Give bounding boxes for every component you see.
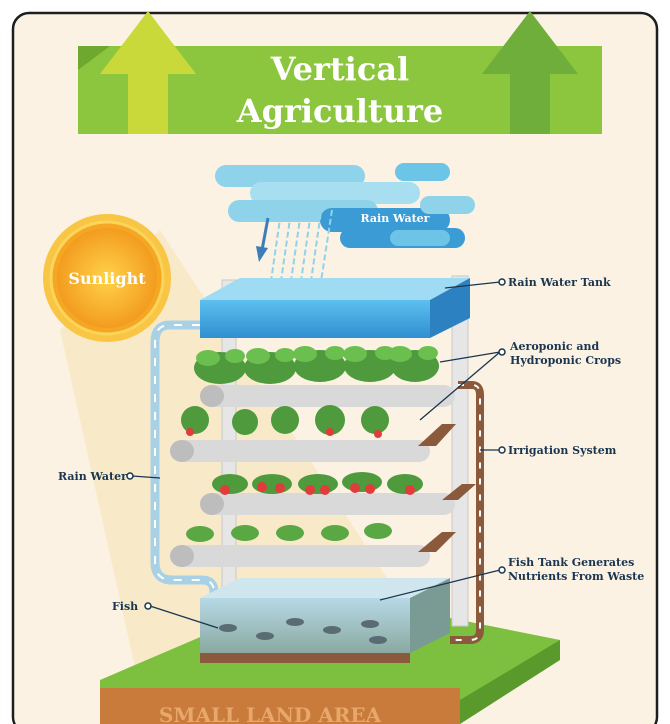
- sun-icon: Sunlight: [43, 214, 171, 342]
- fish-tank: [200, 578, 450, 663]
- rain-streaks: [269, 204, 333, 289]
- fish-label: Fish: [112, 600, 138, 613]
- crop-tier-2: [170, 405, 456, 462]
- title-line-1: Vertical: [270, 50, 409, 88]
- fish-tank-label-line-2: Nutrients From Waste: [508, 570, 644, 583]
- ground-label: SMALL LAND AREA: [159, 703, 382, 724]
- left-arrow-icon: [100, 11, 196, 134]
- crops-label-line-1: Aeroponic and: [509, 340, 600, 353]
- rain-water-tank-label: Rain Water Tank: [508, 276, 611, 289]
- fish-tank-label-line-1: Fish Tank Generates: [508, 556, 634, 569]
- crop-tier-4: [170, 523, 456, 567]
- crop-tier-3: [200, 472, 476, 515]
- rain-arrow-icon: [256, 217, 270, 262]
- title-line-2: Agriculture: [236, 92, 443, 130]
- irrigation-system-label: Irrigation System: [508, 444, 617, 457]
- callout-lines: [131, 281, 501, 629]
- fish-icons: [219, 618, 387, 644]
- sunlight-label: Sunlight: [68, 269, 146, 288]
- rain-water-pipe-label: Rain Water: [58, 470, 127, 483]
- rain-water-tank: [200, 278, 470, 338]
- cloud-rain-water-label: Rain Water: [361, 212, 430, 225]
- crop-tier-1: [194, 346, 455, 407]
- crops-label-line-2: Hydroponic Crops: [510, 354, 621, 367]
- title-banner: Vertical Agriculture: [78, 11, 602, 134]
- right-arrow-icon: [482, 11, 578, 134]
- rain-cloud: Rain Water: [215, 163, 475, 248]
- callout-dots: [126, 278, 506, 610]
